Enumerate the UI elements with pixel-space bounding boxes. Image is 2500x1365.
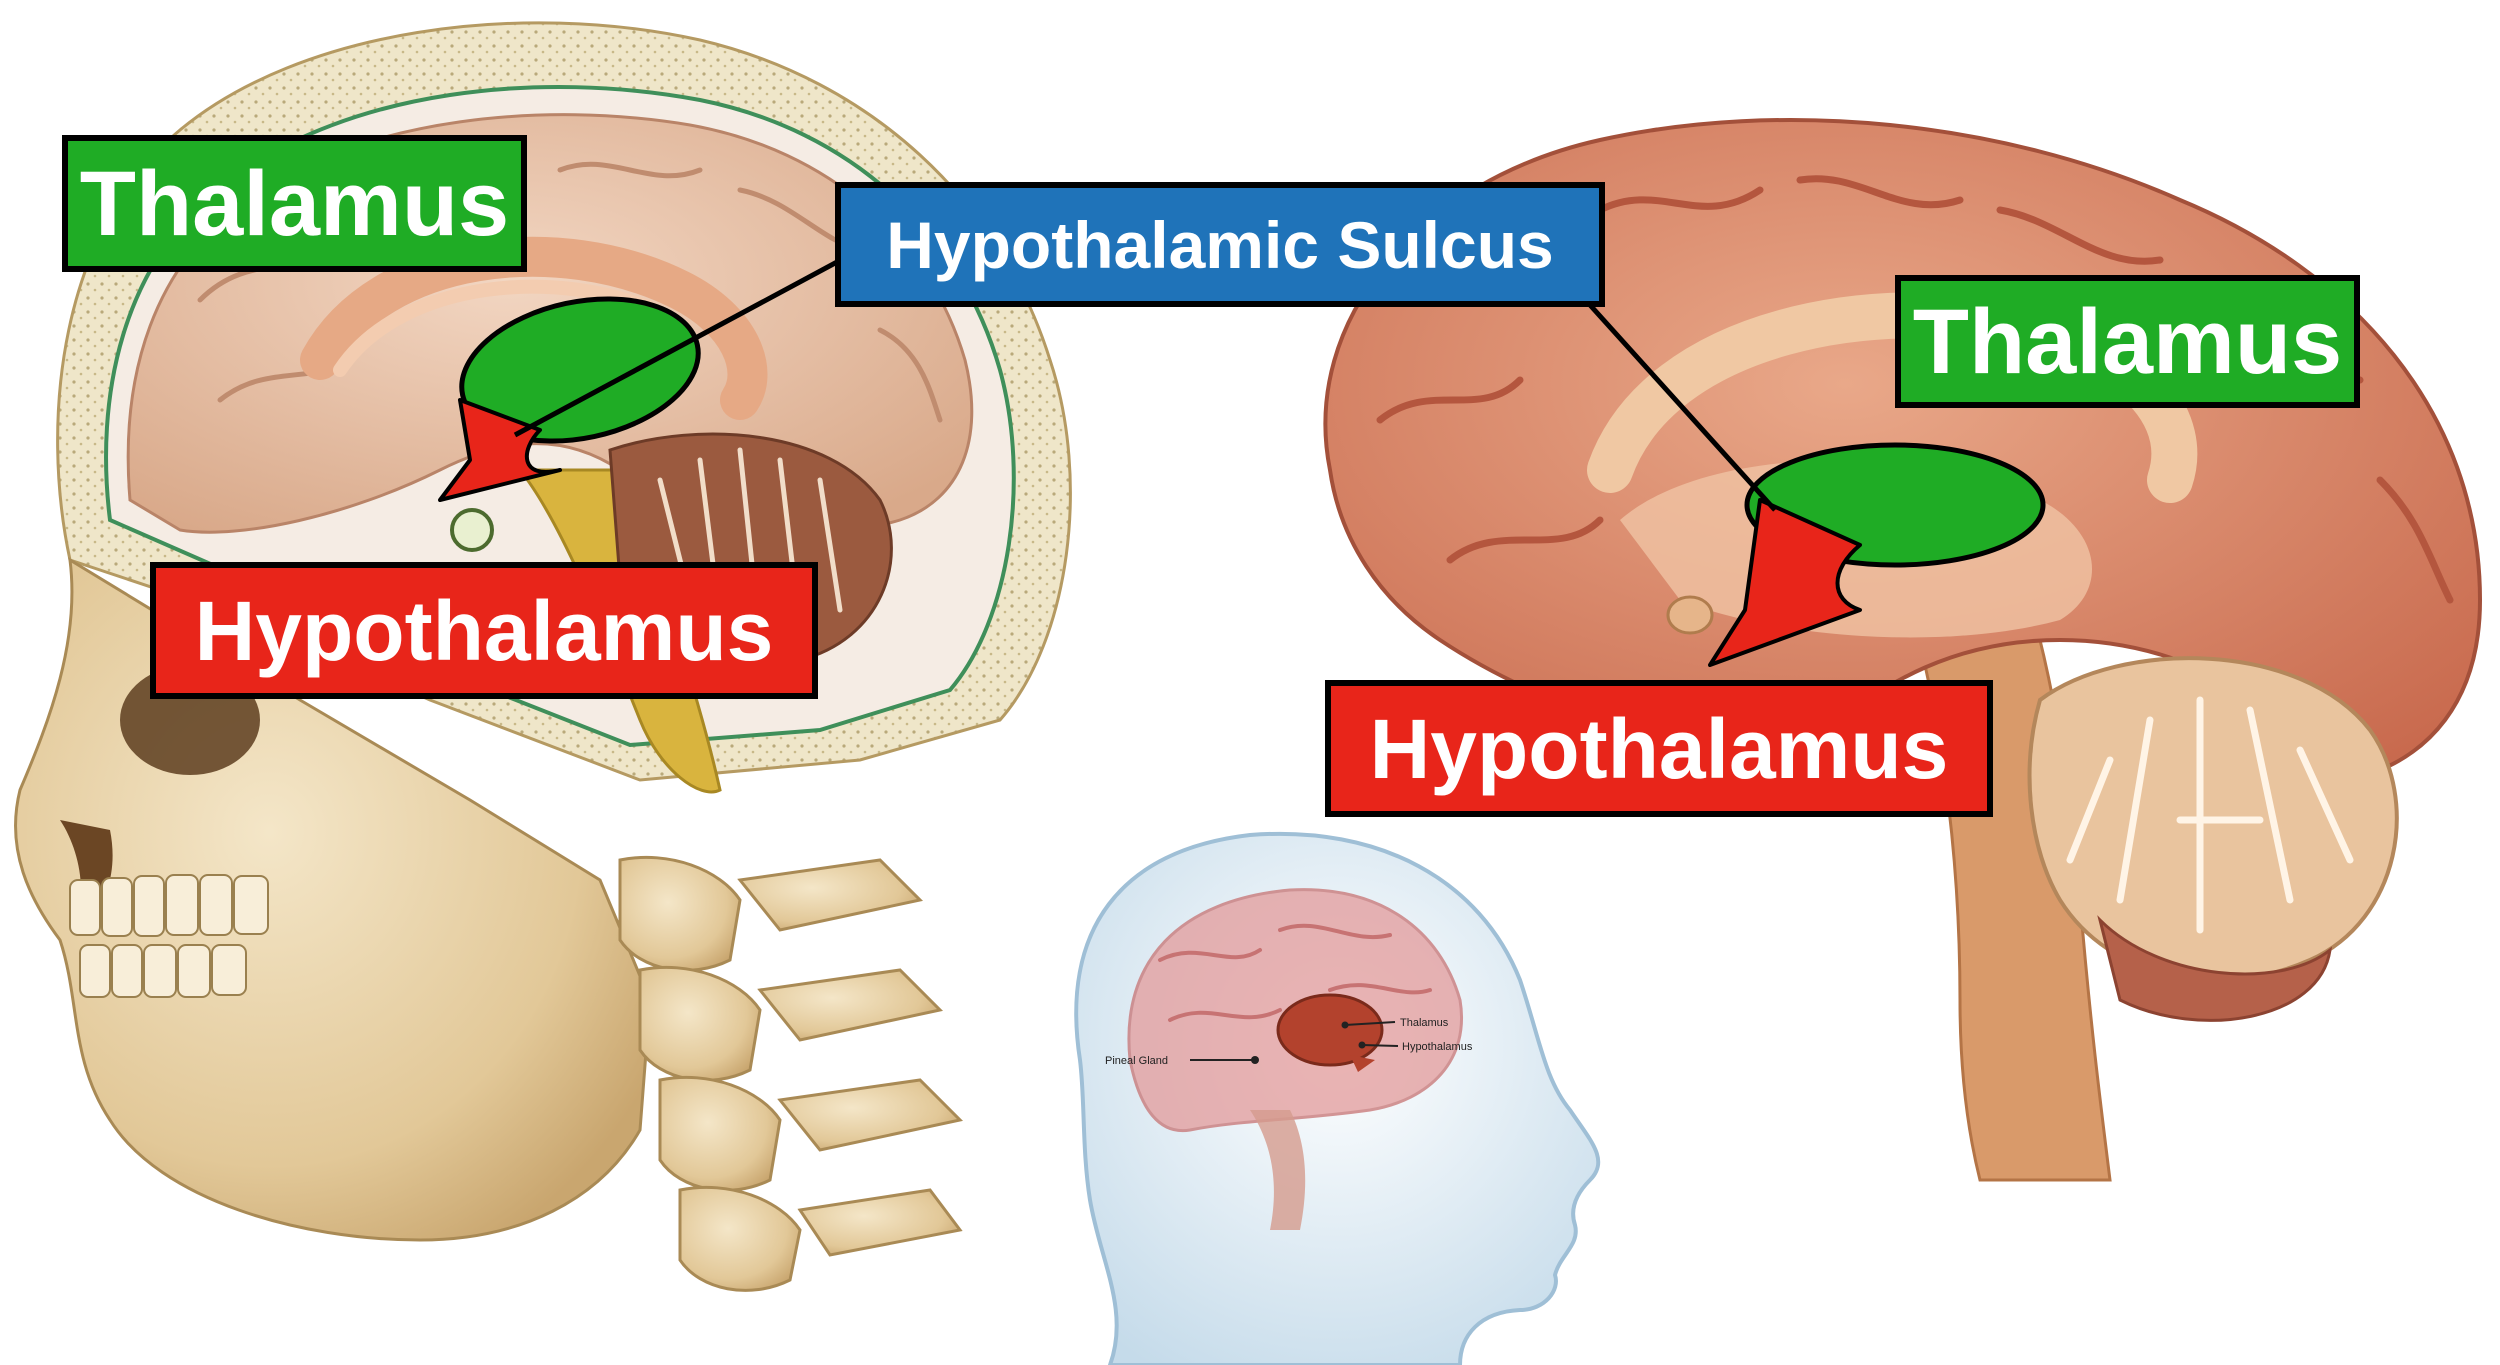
inset-hypothalamus-label: Hypothalamus: [1402, 1041, 1473, 1053]
sulcus-pointer-right: [1588, 303, 1777, 512]
right-thalamus-label: Thalamus: [1895, 275, 2360, 408]
left-thalamus-label: Thalamus: [62, 135, 527, 272]
right-hypothalamus-label: Hypothalamus: [1325, 680, 1993, 817]
hypothalamic-sulcus-label: Hypothalamic Sulcus: [835, 182, 1605, 307]
head-inset-illustration: Thalamus Hypothalamus Pineal Gland: [1074, 831, 1601, 1365]
inset-pineal-gland-label: Pineal Gland: [1105, 1055, 1168, 1067]
left-hypothalamus-label: Hypothalamus: [150, 562, 818, 699]
sulcus-pointer-left: [513, 252, 852, 438]
left-hypothalamus-marker: [438, 398, 562, 502]
right-hypothalamus-marker: [1708, 498, 1862, 667]
inset-thalamus-label: Thalamus: [1400, 1017, 1449, 1029]
left-thalamus-marker: [459, 296, 701, 444]
